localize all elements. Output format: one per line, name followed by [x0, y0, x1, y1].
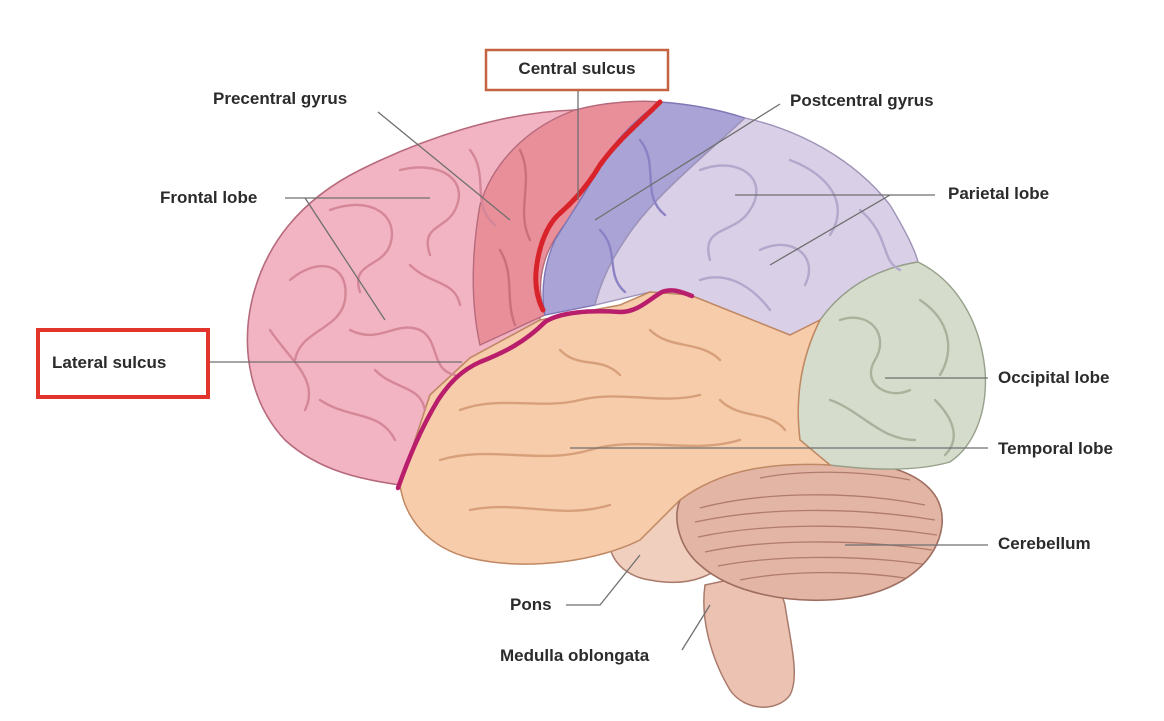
parietal-gyri-texture: [698, 158, 902, 312]
precentral-gyrus-label: Precentral gyrus: [213, 89, 347, 108]
temporal-lobe-label: Temporal lobe: [998, 439, 1113, 458]
postcentral-gyrus-label: Postcentral gyrus: [790, 91, 934, 110]
frontal-gyri-texture: [268, 148, 497, 442]
medulla-oblongata-label: Medulla oblongata: [500, 646, 650, 665]
lateral-sulcus-box: [36, 328, 210, 399]
parietal-lobe-label: Parietal lobe: [948, 184, 1049, 203]
frontal-lobe-label: Frontal lobe: [160, 188, 257, 207]
lateral-sulcus-highlight: [395, 288, 695, 491]
lateral-sulcus-label: Lateral sulcus: [52, 353, 166, 372]
temporal-lobe-shape: [399, 291, 833, 565]
occipital-lobe-shape: [797, 261, 987, 470]
occipital-lobe-label: Occipital lobe: [998, 368, 1109, 387]
postcentral-gyri-texture: [598, 138, 667, 294]
cerebellum-folia: [694, 471, 938, 581]
leader-lines: [210, 90, 988, 651]
pons-label: Pons: [510, 595, 552, 614]
temporal-gyri-texture: [438, 328, 787, 512]
cerebellum-label: Cerebellum: [998, 534, 1091, 553]
occipital-gyri-texture: [828, 298, 955, 457]
precentral-gyri-texture: [498, 148, 532, 327]
central-sulcus-box: [484, 48, 670, 92]
central-sulcus-label: Central sulcus: [518, 59, 635, 78]
medulla-oblongata-shape: [703, 569, 796, 708]
central-sulcus-highlight: [533, 99, 663, 313]
